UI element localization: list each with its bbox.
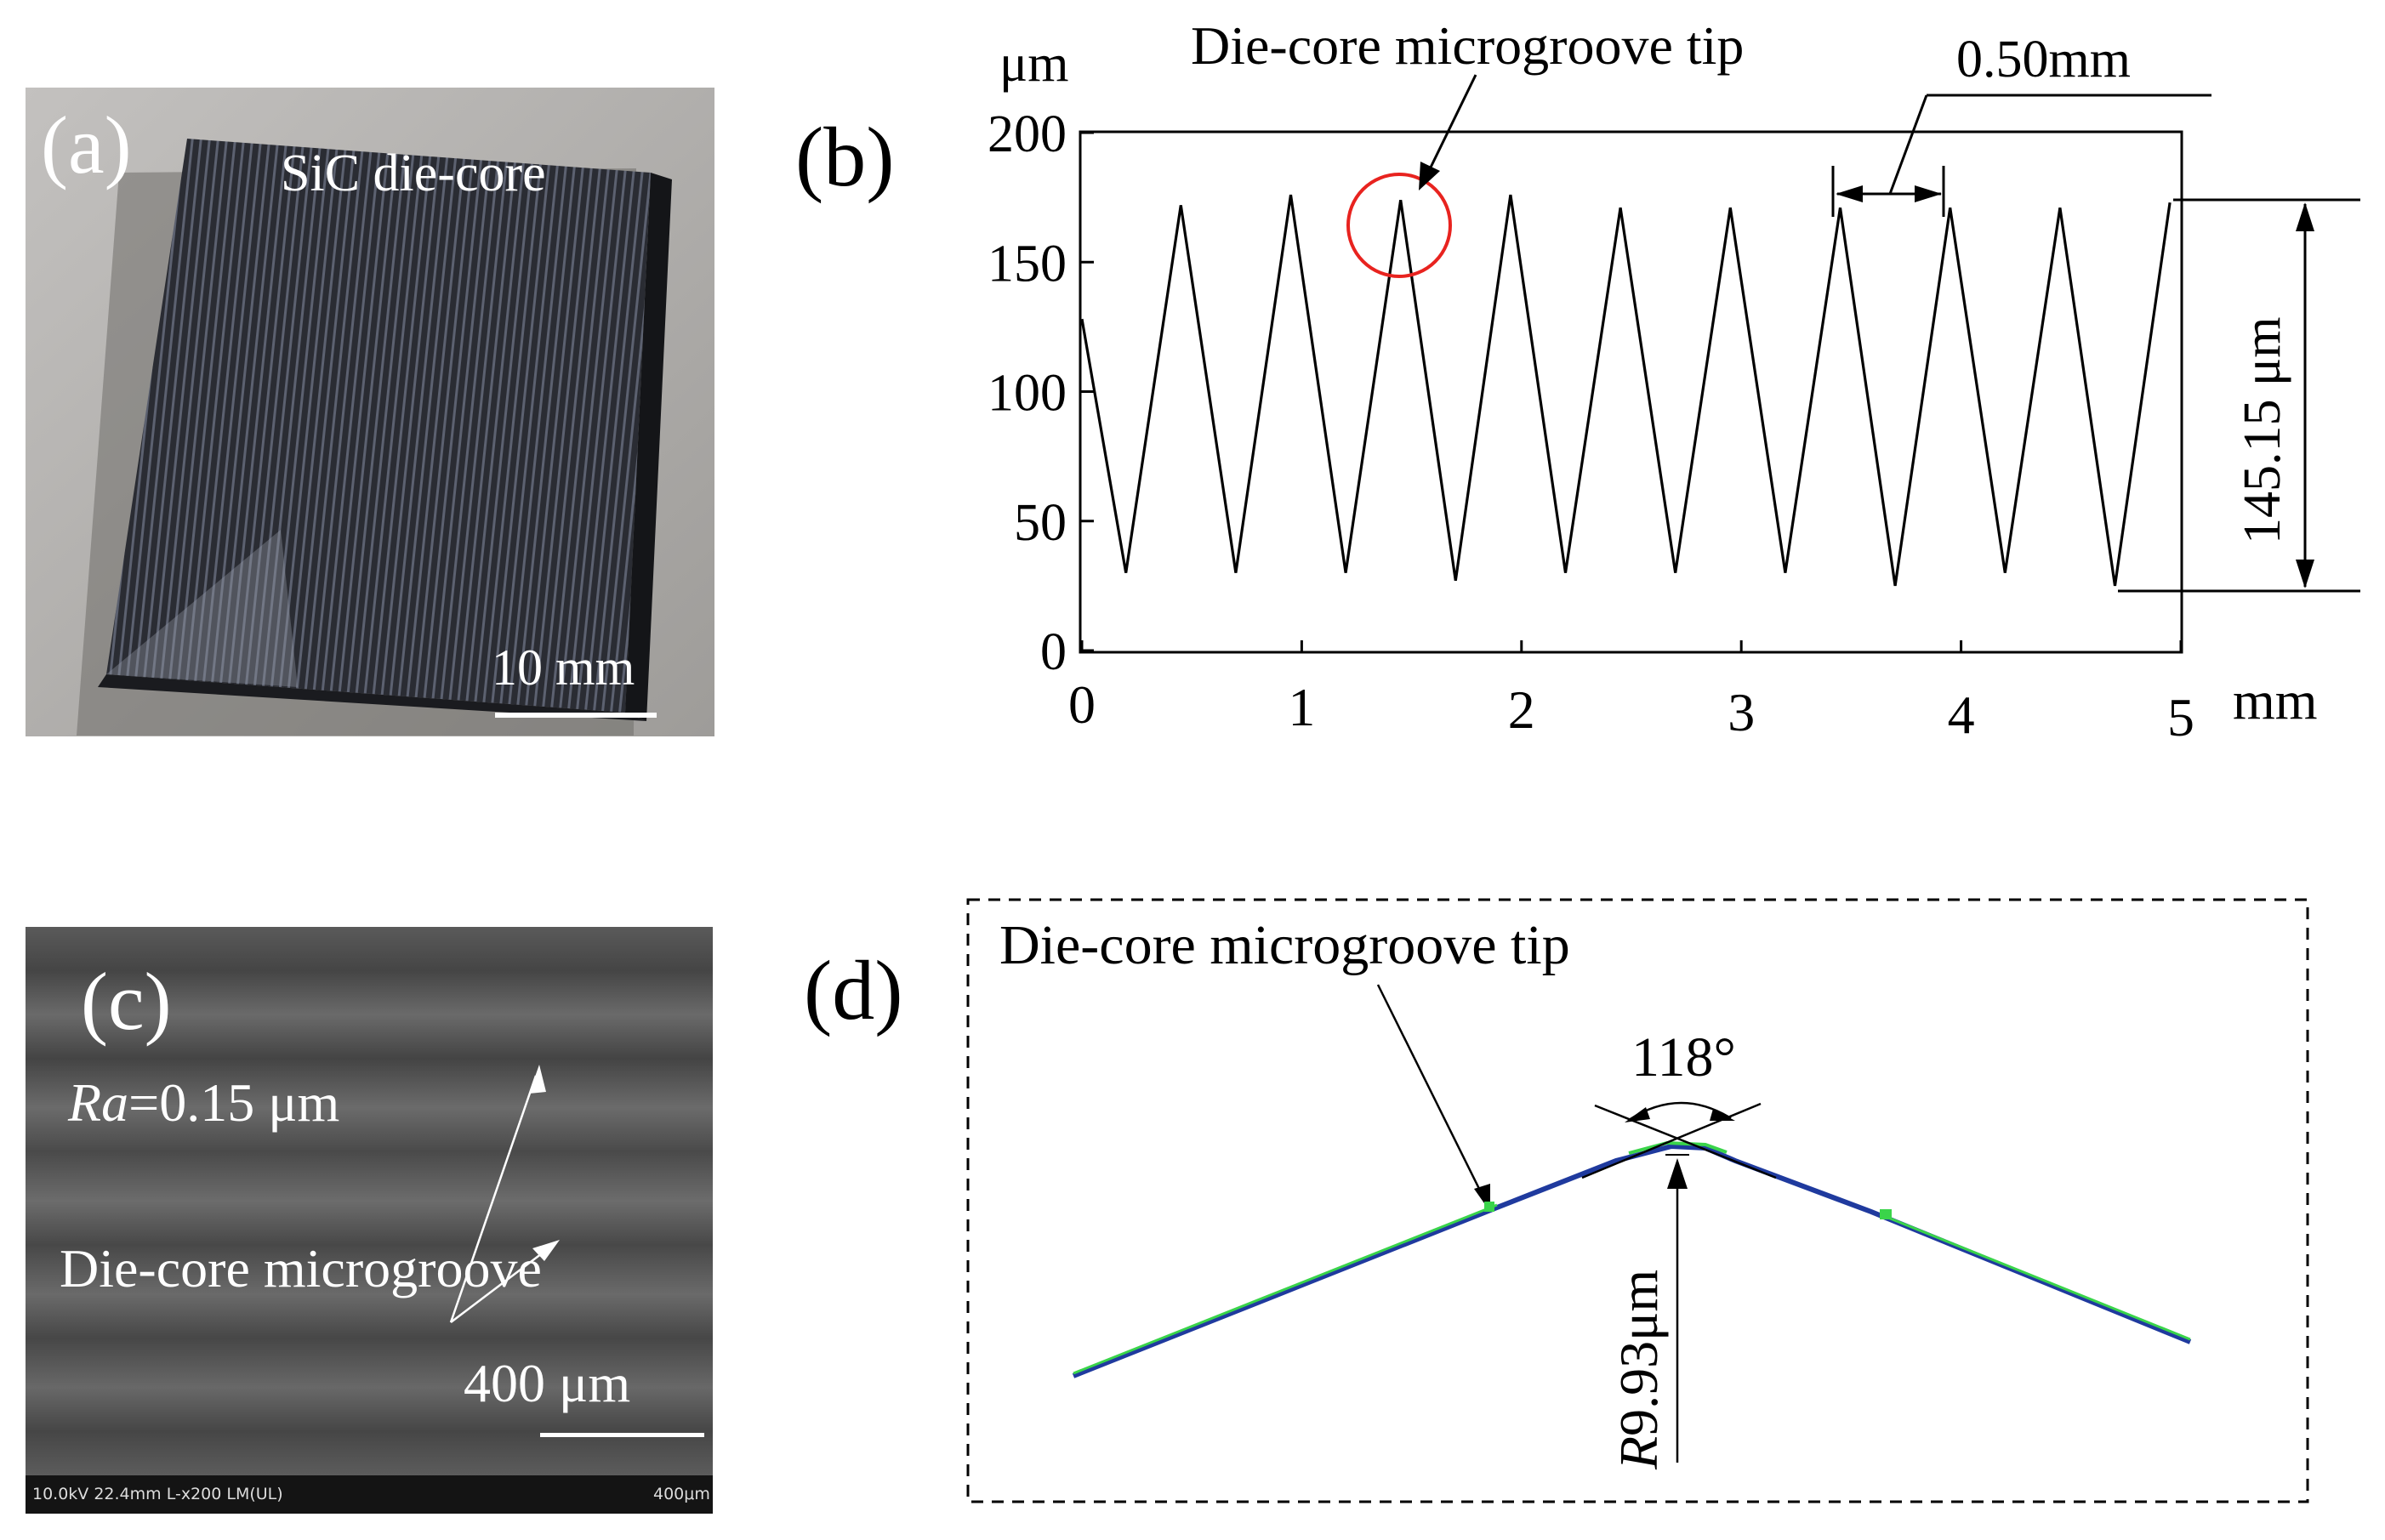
height-label: 145.15 μm [2234,317,2291,544]
height-arrow-bottom [2296,560,2314,588]
x-tick-label: 0 [1068,674,1096,735]
sem-micrograph [26,927,713,1514]
tip-highlight-circle [1346,173,1452,278]
tip-annotation-arrowhead [1419,162,1440,190]
angle-arrow-right [1710,1109,1735,1121]
panel-a: (a) SiC die-core 10 mm [26,88,714,736]
ra-symbol: Ra [68,1072,129,1133]
panel-d-label: (d) [804,943,903,1037]
tip-fit-green [1628,1140,1728,1155]
measured-profile-blue [1072,1143,2192,1378]
panel-a-label: (a) [41,99,132,190]
fit-marker-right [1880,1209,1892,1219]
x-tick-label: 3 [1728,682,1755,742]
height-arrow-top [2296,202,2314,231]
panel-d-dashed-frame [966,898,2309,1503]
x-tick-label: 4 [1948,685,1975,745]
sem-info-bar: 10.0kV 22.4mm L-x200 LM(UL) [32,1485,283,1503]
angle-label: 118° [1631,1026,1736,1088]
angle-arrow-left [1625,1107,1650,1122]
panel-c-label: (c) [81,956,172,1047]
y-axis-unit: μm [999,35,1068,93]
sic-die-core-photo [26,88,714,736]
fit-marker-left [1484,1202,1494,1212]
angle-line-right [1581,1102,1762,1179]
tip-annotation-arrow [1426,74,1477,175]
y-tick-label: 0 [1040,623,1067,681]
right-fit-green [1883,1214,2191,1341]
ra-value: =0.15 μm [128,1072,340,1133]
radius-arrowhead [1667,1158,1688,1189]
surface-roughness-label: Ra=0.15 μm [68,1076,339,1130]
radius-symbol: R [1608,1436,1669,1470]
x-tick-label: 2 [1508,679,1535,740]
radius-value: 9.93μm [1608,1270,1669,1436]
panel-c-scale-bar [540,1433,704,1437]
panel-c: (c) Ra=0.15 μm Die-core microgroove 400 … [26,927,713,1514]
radius-label: R9.93μm [1608,1270,1669,1470]
y-tick-label: 200 [988,105,1067,163]
x-axis-unit: mm [2233,670,2318,730]
y-tick-label: 100 [988,365,1067,423]
panel-a-scale-bar [495,713,657,718]
period-arrow-left [1836,185,1863,202]
angle-line-left [1594,1104,1777,1179]
profile-series-line [1080,194,2172,587]
y-tick-label: 150 [988,235,1067,293]
tip-annotation-label: Die-core microgroove tip [1191,15,1744,76]
y-tick-label: 50 [1014,494,1067,552]
x-tick-label: 1 [1288,677,1315,737]
panel-b-label: (b) [795,110,895,204]
period-arrow-right [1915,185,1942,202]
microgroove-label: Die-core microgroove [60,1238,542,1298]
sic-die-core-caption: SiC die-core [281,145,546,202]
x-tick-label: 5 [2167,687,2194,747]
fitted-profile-green [1073,1203,1498,1375]
period-leader [1888,94,1928,195]
period-label: 0.50mm [1956,31,2131,88]
panel-c-scale-label: 400 μm [464,1353,631,1413]
panel-a-scale-label: 10 mm [492,639,635,696]
sem-scale-text: 400μm [653,1485,710,1503]
panel-d-annotation: Die-core microgroove tip [999,914,1570,976]
